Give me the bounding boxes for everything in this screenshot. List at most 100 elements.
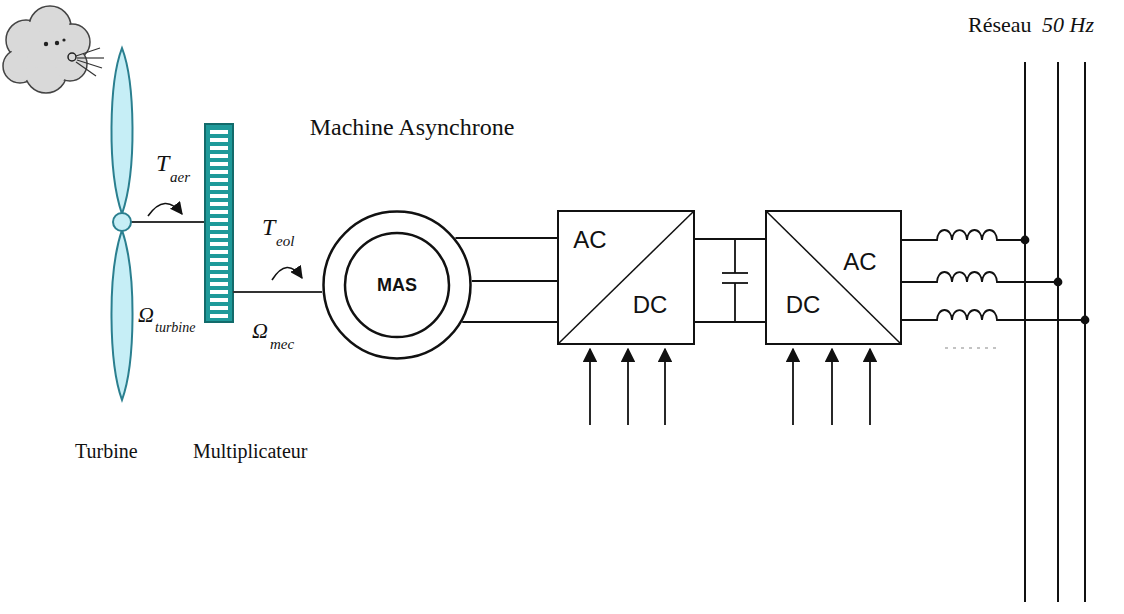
control-arrows bbox=[869, 349, 871, 425]
wire bbox=[695, 238, 765, 240]
gearbox-rung bbox=[210, 146, 228, 150]
converter-label: AC bbox=[843, 248, 876, 276]
wind-cloud bbox=[68, 53, 76, 61]
turbine-rotor bbox=[111, 48, 132, 214]
wind-cloud bbox=[76, 62, 96, 76]
speed-symbol: Ω bbox=[252, 318, 268, 343]
gearbox-rung bbox=[210, 274, 228, 278]
wire bbox=[695, 321, 765, 323]
torque-subscript: aer bbox=[170, 169, 190, 186]
wind-cloud bbox=[77, 60, 102, 68]
torque-symbol: T bbox=[262, 214, 275, 242]
wind-cloud bbox=[44, 42, 48, 46]
gearbox-rung bbox=[210, 266, 228, 270]
more-phases-dashes bbox=[945, 347, 998, 348]
converter-frame bbox=[558, 211, 694, 344]
speed-subscript: turbine bbox=[155, 320, 195, 336]
speed-subscript: mec bbox=[270, 336, 294, 353]
turbine-rotor bbox=[111, 230, 132, 400]
torque-arrows bbox=[148, 203, 302, 280]
inverter-box-outline bbox=[765, 210, 902, 345]
dc-capacitor bbox=[722, 272, 748, 274]
turbine-rotor bbox=[130, 221, 205, 223]
control-arrows bbox=[831, 349, 833, 425]
gearbox-rung bbox=[210, 178, 228, 182]
converter-frame bbox=[766, 211, 901, 344]
gearbox-rung bbox=[210, 218, 228, 222]
inductor-coil bbox=[902, 230, 1025, 240]
grid-title: Réseau bbox=[968, 12, 1032, 37]
gearbox-rung bbox=[210, 258, 228, 262]
converter-label: DC bbox=[786, 291, 821, 319]
control-arrows bbox=[792, 349, 794, 425]
gearbox bbox=[210, 130, 228, 318]
machine-heading: Machine Asynchrone bbox=[310, 114, 515, 142]
speed-symbol: Ω bbox=[138, 302, 154, 327]
turbine-rotor bbox=[113, 213, 131, 231]
converter-label: DC bbox=[633, 291, 668, 319]
wire bbox=[472, 280, 557, 282]
turbine-label: Turbine bbox=[75, 440, 138, 463]
gearbox-rung bbox=[210, 202, 228, 206]
inverter-box: DC AC bbox=[765, 210, 902, 345]
gearbox-rung bbox=[210, 154, 228, 158]
gearbox bbox=[205, 124, 233, 322]
control-arrows bbox=[627, 349, 629, 425]
gearbox-rung bbox=[210, 162, 228, 166]
grid-bus bbox=[1024, 62, 1026, 602]
gearbox-rung bbox=[210, 298, 228, 302]
turbine-rotor bbox=[111, 48, 205, 400]
stator-circle bbox=[324, 212, 471, 359]
control-arrows bbox=[589, 349, 591, 425]
gearbox-rung bbox=[210, 282, 228, 286]
converter-label: AC bbox=[573, 226, 606, 254]
rotor-circle bbox=[345, 233, 449, 337]
gearbox-rung bbox=[210, 290, 228, 294]
machine-circle: Machine AsynchroneMAS bbox=[322, 210, 472, 360]
gearbox-rung bbox=[210, 314, 228, 318]
converter-diagonal bbox=[558, 211, 694, 344]
machine-label: MAS bbox=[377, 275, 417, 296]
dc-capacitor bbox=[722, 239, 748, 322]
wind-cloud bbox=[44, 38, 66, 46]
gearbox-rung bbox=[210, 194, 228, 198]
dc-capacitor bbox=[734, 239, 736, 273]
wind-cloud bbox=[26, 30, 66, 70]
wind-cloud bbox=[76, 48, 100, 56]
gearbox-rung bbox=[210, 242, 228, 246]
wind-cloud bbox=[5, 8, 89, 92]
wind-cloud bbox=[62, 38, 65, 41]
inductor-coil bbox=[902, 272, 1058, 282]
wind-cloud bbox=[3, 6, 104, 93]
converter-diagonal bbox=[766, 211, 901, 344]
rectifier-box: AC DC bbox=[557, 210, 695, 345]
control-arrows bbox=[590, 349, 870, 425]
gearbox-rung bbox=[210, 234, 228, 238]
wire bbox=[462, 321, 557, 323]
wind-cloud bbox=[55, 41, 59, 45]
dc-capacitor bbox=[734, 283, 736, 322]
grid-bus bbox=[1025, 62, 1085, 602]
gearbox-rung bbox=[210, 130, 228, 134]
torque-arrows bbox=[272, 267, 302, 280]
grid-frequency: 50 Hz bbox=[1042, 12, 1094, 37]
filter-inductors bbox=[902, 230, 1089, 324]
gearbox-rung bbox=[210, 186, 228, 190]
wind-cloud bbox=[77, 57, 104, 58]
wire bbox=[455, 237, 557, 239]
wind-cloud bbox=[76, 48, 104, 76]
grid-bus bbox=[1084, 62, 1086, 602]
gearbox-rung bbox=[210, 170, 228, 174]
gearbox bbox=[205, 124, 233, 322]
gearbox-label: Multiplicateur bbox=[193, 440, 307, 463]
gearbox-rung bbox=[210, 306, 228, 310]
torque-symbol: T bbox=[156, 150, 169, 178]
torque-subscript: eol bbox=[276, 233, 294, 250]
gearbox-rung bbox=[210, 138, 228, 142]
grid-bus bbox=[1057, 62, 1059, 602]
gearbox-rung bbox=[210, 226, 228, 230]
dc-link-wires bbox=[695, 239, 765, 322]
wind-cloud bbox=[3, 6, 90, 93]
control-arrows bbox=[664, 349, 666, 425]
